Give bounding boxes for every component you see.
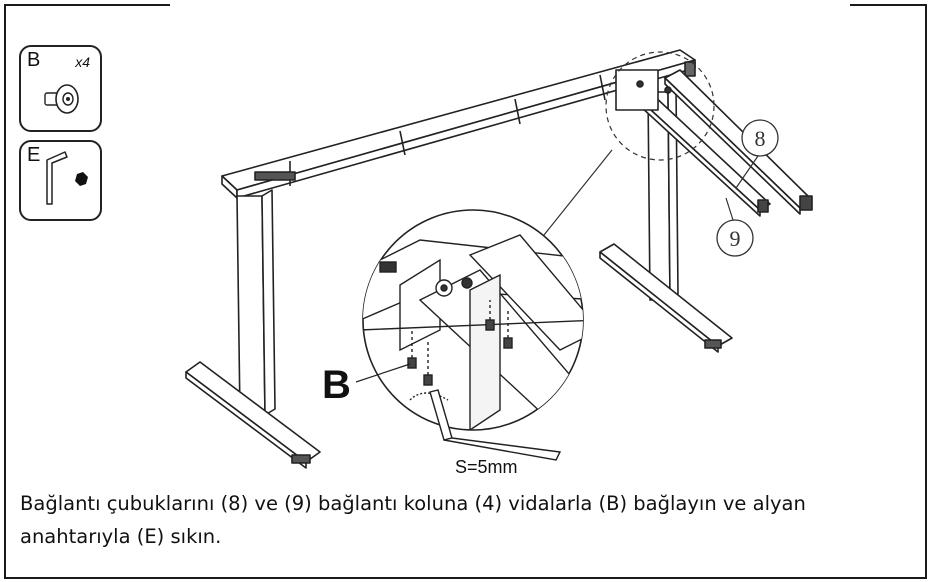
detail-leader-line — [539, 149, 613, 241]
connection-bracket — [615, 69, 659, 111]
tool-size-label: S=5mm — [455, 457, 518, 477]
detail-label-b: B — [322, 363, 351, 407]
frame-gap — [170, 0, 850, 10]
crossbar-8 — [664, 69, 813, 215]
part-quantity-b: x4 — [75, 54, 90, 70]
callout-8-label: 8 — [755, 126, 766, 151]
screw-icon — [44, 84, 79, 114]
part-box-screw: B x4 — [19, 45, 102, 132]
left-foot — [185, 361, 321, 469]
instruction-caption: Bağlantı çubuklarını (8) ve (9) bağlantı… — [20, 492, 806, 548]
right-foot — [599, 243, 733, 353]
allen-key-in-detail — [429, 389, 562, 461]
magnified-detail — [362, 209, 584, 431]
part-box-allen-key: E — [19, 140, 102, 221]
allen-key-icon — [46, 151, 88, 205]
left-leg-column — [236, 189, 276, 416]
part-letter-e: E — [27, 144, 41, 166]
callout-9: 9 — [716, 197, 754, 257]
callout-8: 8 — [735, 119, 779, 189]
part-letter-b: B — [27, 49, 41, 71]
callout-9-label: 9 — [730, 226, 741, 251]
detail-marker-circle — [605, 51, 715, 161]
detail-label-leader — [355, 363, 411, 383]
